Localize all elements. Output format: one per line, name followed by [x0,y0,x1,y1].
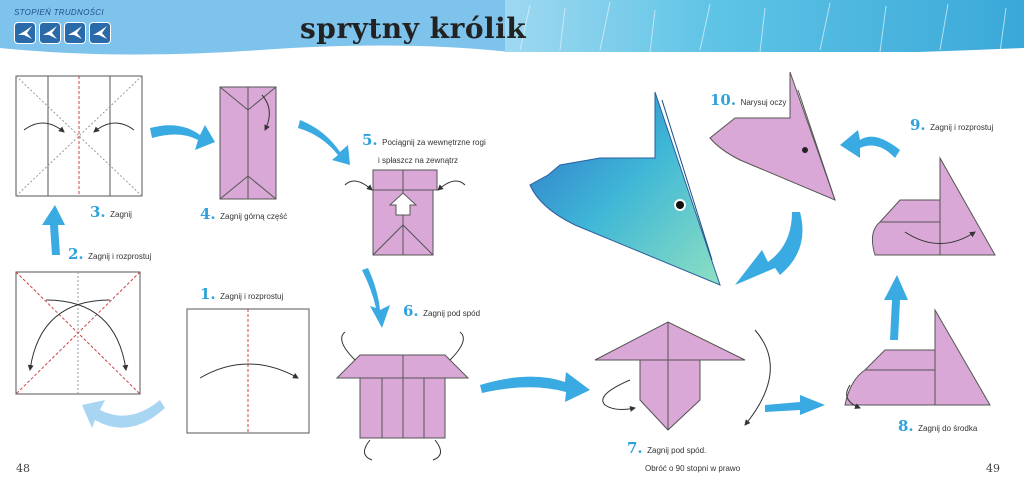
step-number: 9. [910,116,926,134]
step-text: Narysuj oczy [740,98,787,107]
flow-arrow [150,125,215,150]
page-number-right: 49 [986,462,1000,475]
flow-arrow [298,120,350,165]
step-number: 4. [200,205,216,223]
step-text: Zagnij do środka [918,424,978,433]
header-band [0,0,1024,60]
difficulty-label: STOPIEŃ TRUDNOŚCI [14,8,104,17]
flow-arrow [735,212,803,285]
step-number: 3. [90,203,106,221]
flow-arrows [42,120,908,428]
step-text: Obróć o 90 stopni w prawo [645,464,741,474]
step10-diagram [709,71,836,201]
step-number: 10. [710,91,737,109]
crane-icon [89,22,111,44]
crane-icon [39,22,61,44]
step9-diagram [871,156,996,256]
step-7-label: 7. Zagnij pod spód. Obróć o 90 stopni w … [627,439,741,477]
step-4-label: 4. Zagnij górną część [200,205,288,224]
step-number: 1. [200,285,216,303]
step-text: Zagnij pod spód. [647,446,707,455]
step-text: Pociągnij za wewnętrzne rogi [382,138,486,147]
crane-icon [14,22,36,44]
step-9-label: 9. Zagnij i rozprostuj [910,116,994,135]
step-number: 2. [68,245,84,263]
flow-arrow [42,205,65,255]
step-3-label: 3. Zagnij [90,203,132,222]
step5-diagram [344,169,466,256]
step-text: Zagnij górną część [220,212,288,221]
step-text: Zagnij i rozprostuj [930,123,994,132]
step7-diagram [594,321,771,431]
flow-arrow [362,268,390,328]
page-number-left: 48 [16,462,30,475]
flow-arrow [840,130,900,158]
finished-rabbit-illustration [529,91,721,286]
flow-arrow [480,372,590,402]
step-number: 6. [403,302,419,320]
step-5-label: 5. Pociągnij za wewnętrzne rogi i spłasz… [362,131,486,169]
crane-icon [64,22,86,44]
step-text: Zagnij i rozprostuj [88,252,152,261]
step8-diagram [844,308,991,409]
step-text: Zagnij pod spód [423,309,481,318]
step-text: i spłaszcz na zewnątrz [378,156,459,166]
step-8-label: 8. Zagnij do środka [898,417,978,436]
step-number: 8. [898,417,914,435]
eye-icon [802,147,808,153]
flow-arrow [884,275,908,340]
step2-diagram [15,271,141,395]
header-background [0,0,1024,60]
step1-diagram [186,308,310,434]
step-text: Zagnij i rozprostuj [220,292,284,301]
step-10-label: 10. Narysuj oczy [710,91,787,110]
step6-diagram [335,331,470,461]
step-2-label: 2. Zagnij i rozprostuj [68,245,152,264]
page-title: sprytny królik [300,12,527,45]
step-6-label: 6. Zagnij pod spód [403,302,481,321]
step-1-label: 1. Zagnij i rozprostuj [200,285,284,304]
step-text: Zagnij [110,210,132,219]
step3-diagram [15,75,143,197]
flow-arrow [82,400,165,428]
difficulty-rating [14,22,111,44]
step4-diagram [219,86,277,200]
step-number: 7. [627,439,643,457]
flow-arrow [765,395,825,415]
step-number: 5. [362,131,378,149]
